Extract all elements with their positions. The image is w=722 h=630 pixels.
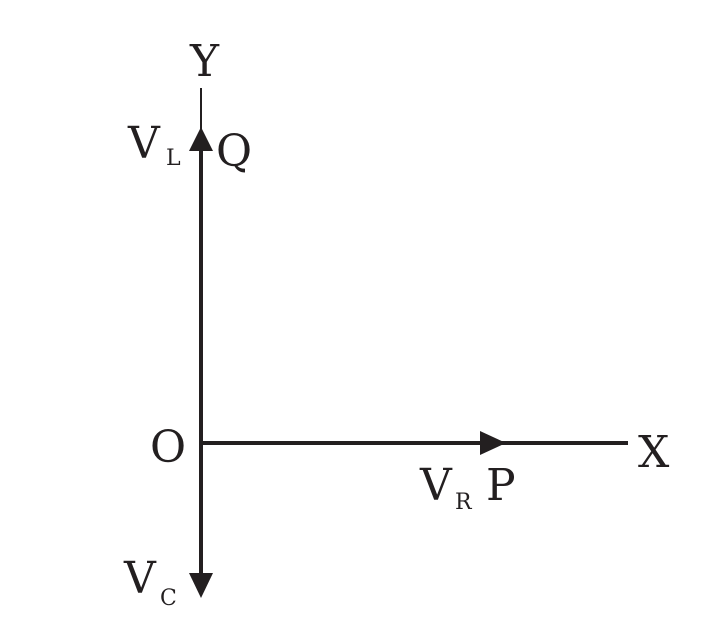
vc-subscript: C (160, 586, 177, 611)
vc-main: V (123, 553, 157, 604)
vr-main: V (419, 460, 453, 511)
origin-label: O (150, 422, 186, 473)
vl-main: V (127, 118, 161, 169)
x-axis-label: X (638, 427, 670, 478)
point-q-label: Q (216, 126, 252, 177)
vc-arrowhead (189, 573, 213, 598)
vr-arrowhead (480, 431, 506, 455)
point-p-label: P (486, 460, 516, 511)
vl-subscript: L (166, 146, 181, 171)
vr-subscript: R (455, 490, 473, 515)
y-axis-label: Y (189, 36, 220, 87)
vl-arrowhead (189, 127, 213, 151)
